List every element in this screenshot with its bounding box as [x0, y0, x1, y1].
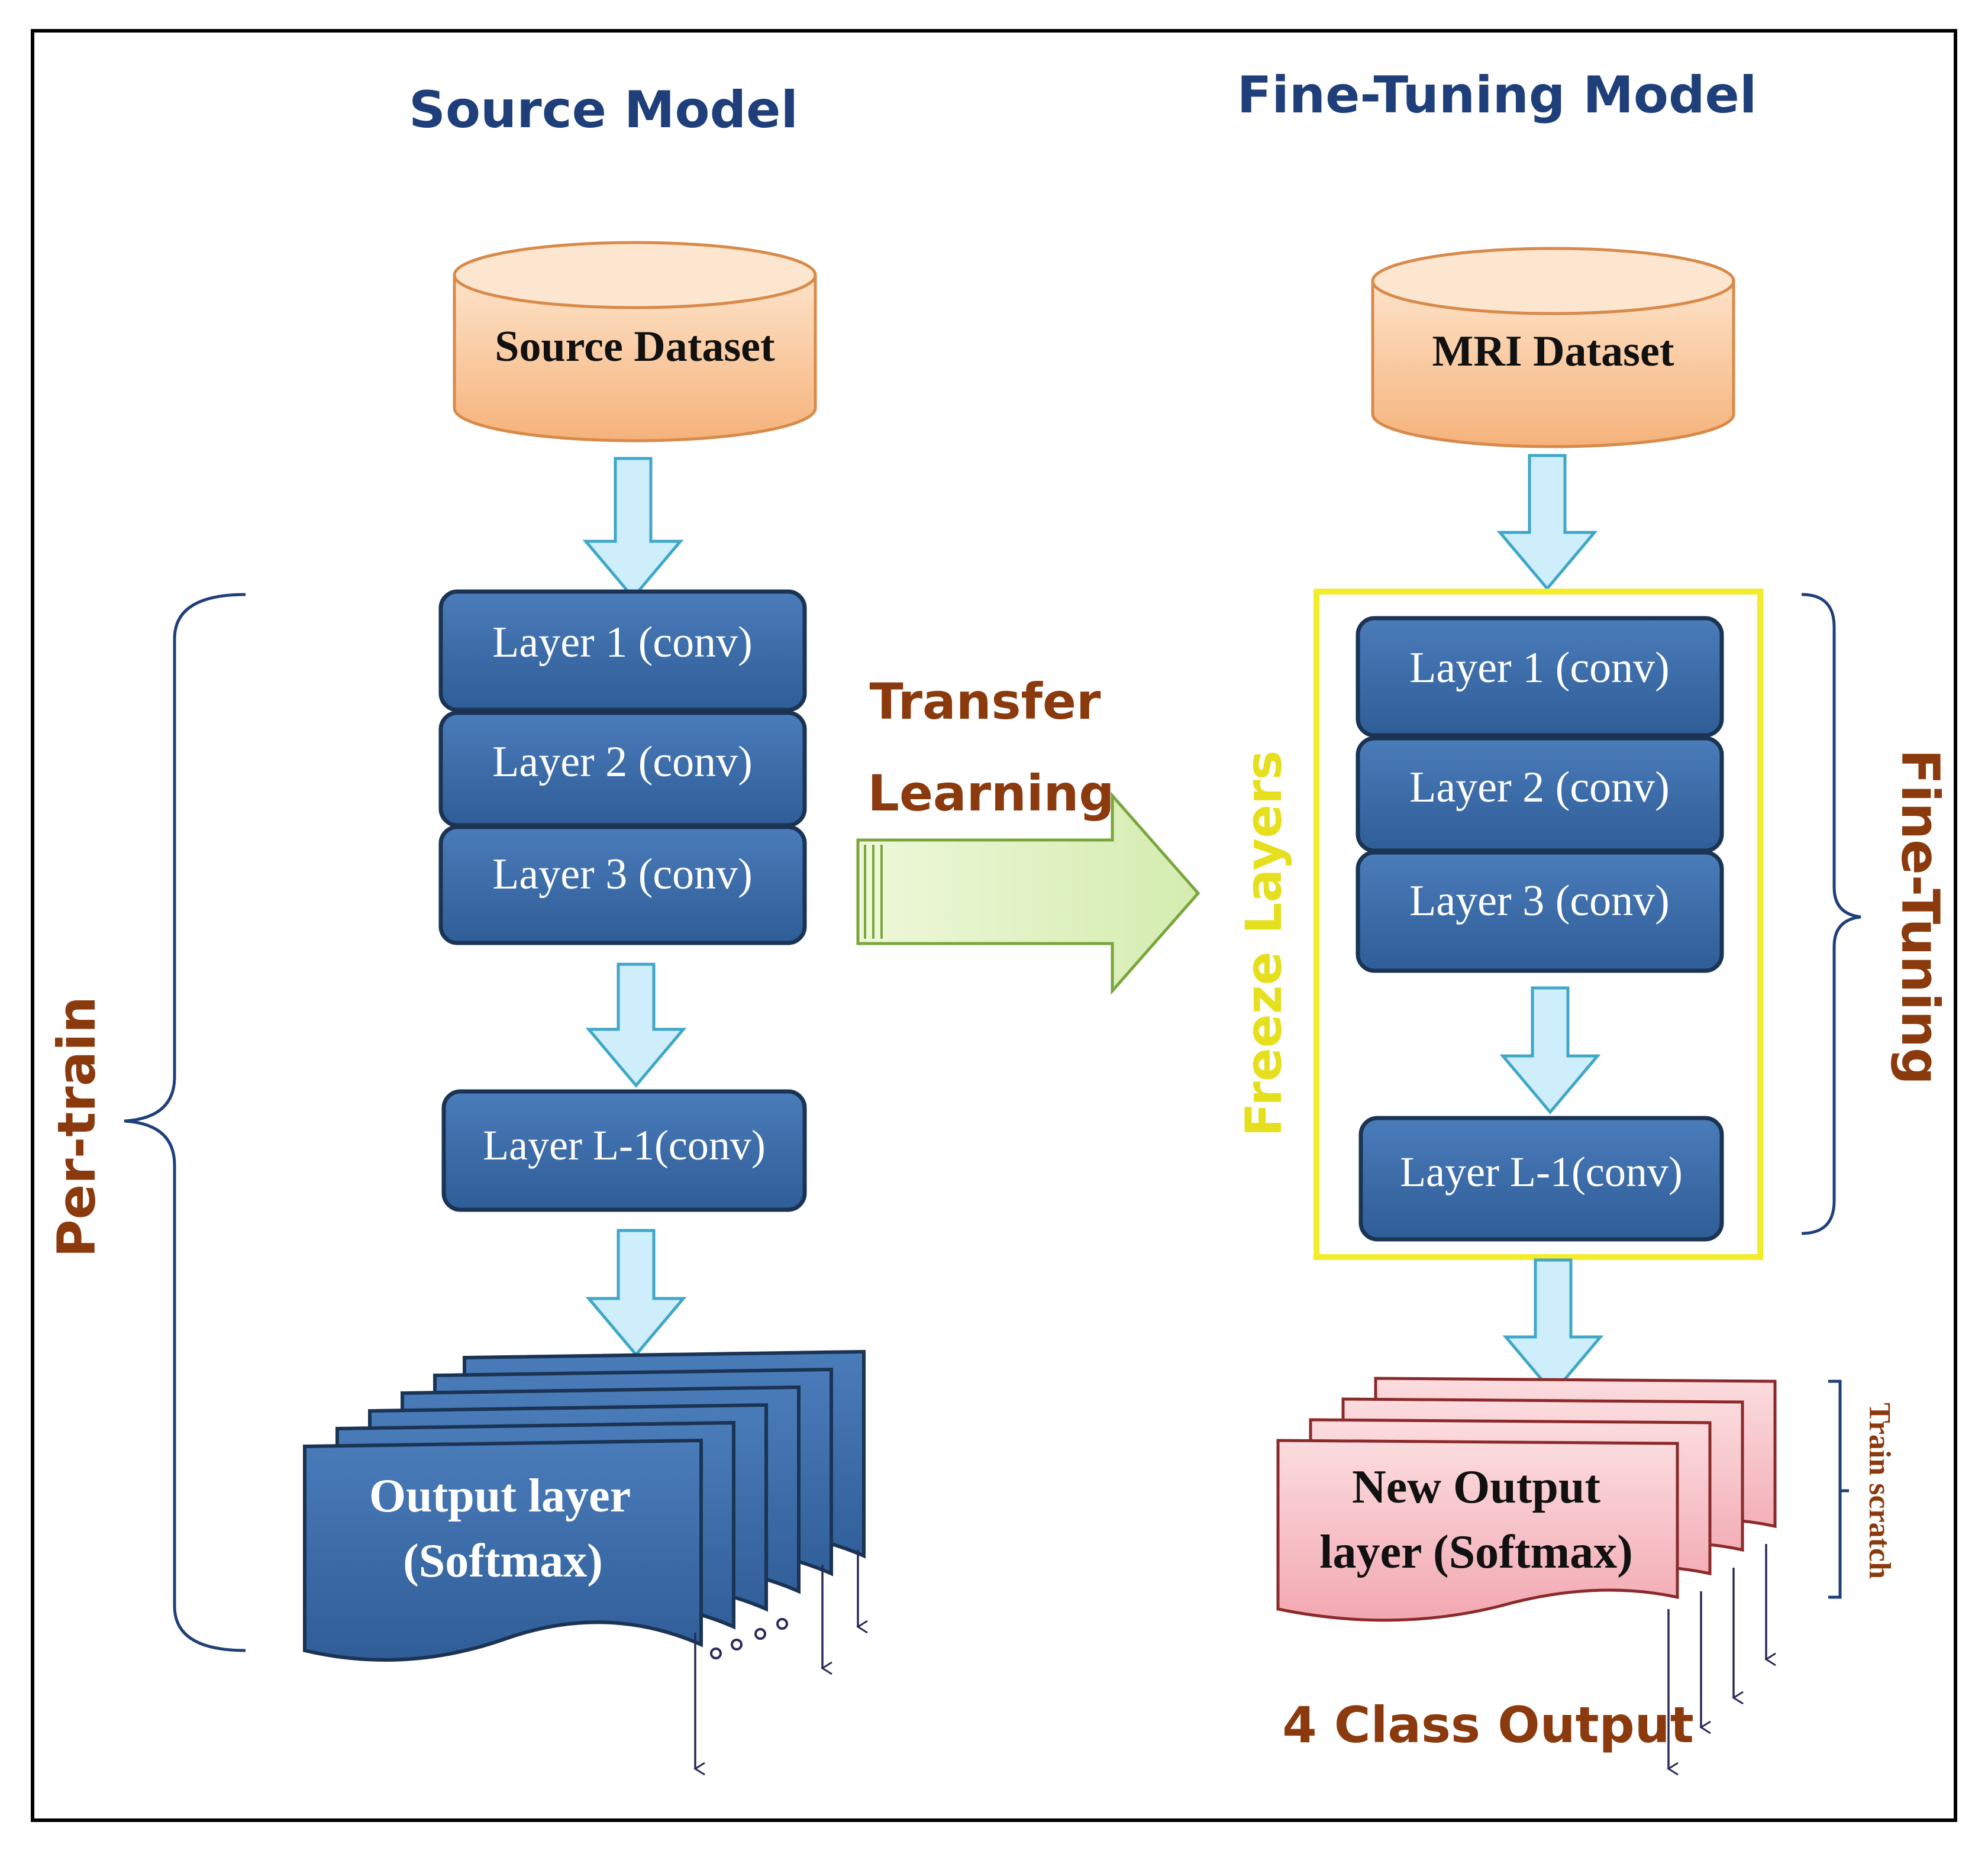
new-output-label-1: New Output — [1352, 1461, 1600, 1513]
freeze-layers-box — [1314, 589, 1763, 1260]
right-output-arrows — [1667, 1544, 1776, 1776]
arrow-mri-to-layer1 — [1496, 454, 1598, 591]
right-layer-1-label: Layer 1 (conv) — [1409, 644, 1670, 692]
left-layer-3 — [438, 825, 807, 945]
right-layer-stack: Layer 1 (conv) Layer 2 (conv) Layer 3 (c… — [1356, 616, 1724, 973]
right-layer-3-label: Layer 3 (conv) — [1409, 877, 1670, 925]
left-layer-2-label: Layer 2 (conv) — [492, 738, 753, 786]
left-layer-3-label: Layer 3 (conv) — [492, 850, 753, 899]
right-layer-2-label: Layer 2 (conv) — [1409, 763, 1670, 812]
right-layer-3 — [1356, 850, 1724, 973]
transfer-label-1: Transfer — [870, 673, 1101, 731]
ellipsis-dots — [710, 1618, 788, 1659]
pretrain-label: Per-train — [46, 996, 107, 1258]
new-output-stack — [1276, 1377, 1777, 1622]
source-dataset-label: Source Dataset — [495, 322, 775, 371]
left-layer-l-1 — [441, 1089, 807, 1212]
left-layer-1 — [438, 589, 807, 712]
arrow-l1-to-output — [585, 1229, 687, 1357]
left-output-label-2: (Softmax) — [403, 1535, 603, 1587]
train-scratch-label: Train scratch — [1863, 1403, 1896, 1579]
transfer-arrow — [856, 792, 1200, 995]
new-output-label-2: layer (Softmax) — [1319, 1526, 1633, 1578]
source-dataset-cylinder: Source Dataset — [453, 241, 817, 442]
left-output-arrows — [693, 1550, 868, 1776]
freeze-layers-label: Freeze Layers — [1235, 750, 1293, 1136]
arrow-dataset-to-layer1 — [582, 457, 684, 600]
fine-tuning-label: Fine-Tuning — [1890, 749, 1951, 1085]
train-scratch-bracket — [1828, 1380, 1849, 1599]
source-model-title: Source Model — [409, 80, 798, 140]
four-class-output-label: 4 Class Output — [1282, 1696, 1694, 1754]
arrow-layer3-to-l1 — [585, 962, 687, 1088]
transfer-label-2: Learning — [867, 764, 1114, 822]
left-output-label-1: Output layer — [369, 1470, 631, 1522]
mri-dataset-label: MRI Dataset — [1432, 327, 1674, 376]
left-output-stack — [303, 1349, 866, 1662]
right-layer-l-1-label: Layer L-1(conv) — [1400, 1148, 1683, 1196]
left-layer-l-1-label: Layer L-1(conv) — [483, 1122, 766, 1169]
mri-dataset-cylinder: MRI Dataset — [1371, 247, 1735, 448]
pretrain-brace — [124, 593, 246, 1652]
left-layer-1-label: Layer 1 (conv) — [492, 618, 753, 667]
left-layer-stack: Layer 1 (conv) Layer 2 (conv) Layer 3 (c… — [438, 589, 807, 945]
right-layer-l-1 — [1358, 1116, 1724, 1242]
arrow-l1-to-new-output — [1502, 1258, 1604, 1395]
right-layer-1 — [1356, 616, 1724, 738]
fine-tuning-model-title: Fine-Tuning Model — [1237, 66, 1757, 125]
arrow-right-layer3-to-l1 — [1499, 986, 1601, 1115]
fine-tuning-brace — [1801, 593, 1861, 1235]
